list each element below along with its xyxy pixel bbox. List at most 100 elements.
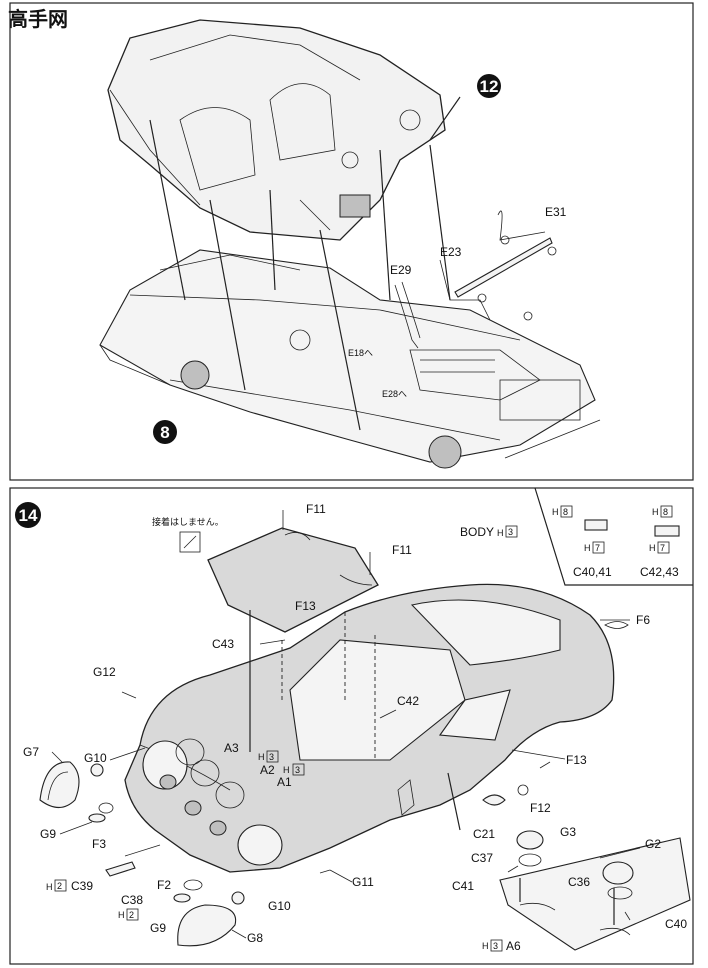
label-c42: C42 <box>397 694 419 708</box>
part-g10-bottom <box>231 891 245 905</box>
step-12-panel <box>9 2 694 481</box>
svg-text:8: 8 <box>563 507 568 517</box>
part-c42 <box>379 709 397 719</box>
label-e28-arrow: E28へ <box>382 389 407 399</box>
svg-text:2: 2 <box>129 910 134 920</box>
watermark-logo: 高手网 <box>4 6 68 31</box>
label-f12: F12 <box>530 801 551 815</box>
body-shell <box>124 583 615 873</box>
svg-text:3: 3 <box>295 765 300 775</box>
headlight-cover-g8 <box>177 904 237 947</box>
label-c41: C41 <box>452 879 474 893</box>
label-g3: G3 <box>560 825 576 839</box>
svg-text:12: 12 <box>480 77 499 96</box>
svg-text:H: H <box>118 910 125 920</box>
svg-text:3: 3 <box>269 752 274 762</box>
hood-panel <box>207 527 379 633</box>
svg-text:14: 14 <box>19 506 38 525</box>
part-c38 <box>124 844 161 857</box>
svg-text:H: H <box>482 941 489 951</box>
svg-text:H: H <box>584 543 591 553</box>
label-body: BODY <box>460 525 494 539</box>
part-g9-top <box>88 813 106 823</box>
watermark-text: 高手网 <box>8 7 68 31</box>
part-c41 <box>507 865 519 873</box>
part-f12 <box>517 784 529 796</box>
label-c21: C21 <box>473 827 495 841</box>
part-c39 <box>105 861 136 877</box>
label-g9-bottom: G9 <box>150 921 166 935</box>
inset-caption-right: C42,43 <box>640 565 679 579</box>
interior-tub <box>107 19 446 241</box>
label-a3: A3 <box>224 741 239 755</box>
label-c43: C43 <box>212 637 234 651</box>
label-c36: C36 <box>568 875 590 889</box>
label-e31: E31 <box>545 205 567 219</box>
label-g10-top: G10 <box>84 751 107 765</box>
label-c39: C39 <box>71 879 93 893</box>
part-c40 <box>624 911 631 921</box>
label-a1: A1 <box>277 775 292 789</box>
label-g7: G7 <box>23 745 39 759</box>
label-e18-arrow: E18へ <box>348 348 373 358</box>
svg-text:8: 8 <box>663 507 668 517</box>
note-no-glue: 接着はしません。 <box>152 516 224 527</box>
label-g10-bottom: G10 <box>268 899 291 913</box>
part-f6 <box>604 621 629 629</box>
no-glue-icon <box>179 531 201 553</box>
part-e31 <box>454 210 557 298</box>
label-g2: G2 <box>645 837 661 851</box>
label-g9-top: G9 <box>40 827 56 841</box>
svg-text:7: 7 <box>595 543 600 553</box>
svg-text:H: H <box>649 543 656 553</box>
svg-text:H: H <box>652 507 659 517</box>
part-g9-bottom <box>173 893 191 903</box>
svg-text:H: H <box>46 882 53 892</box>
chassis-frame <box>99 249 601 469</box>
floor-panel-a6 <box>499 830 691 951</box>
svg-text:7: 7 <box>660 543 665 553</box>
label-e23: E23 <box>440 245 462 259</box>
label-e29: E29 <box>390 263 412 277</box>
inset-caption-left: C40,41 <box>573 565 612 579</box>
label-c40: C40 <box>665 917 687 931</box>
label-f11-top: F11 <box>306 502 326 516</box>
svg-text:2: 2 <box>57 881 62 891</box>
part-f3 <box>98 802 114 814</box>
svg-text:H: H <box>552 507 559 517</box>
ref-step-8-badge: 8 <box>153 420 177 444</box>
part-e29 <box>394 281 421 349</box>
part-f2 <box>183 879 203 891</box>
part-g11 <box>319 869 331 874</box>
label-f11-right: F11 <box>392 543 412 557</box>
step-14-panel <box>9 487 694 965</box>
svg-text:H: H <box>258 752 265 762</box>
part-e23 <box>439 259 533 321</box>
svg-text:H: H <box>283 765 290 775</box>
leader-lines <box>51 510 641 939</box>
step-12-badge: 12 <box>477 74 501 98</box>
headlight-cover-g7 <box>39 761 80 809</box>
label-g11: G11 <box>352 875 374 889</box>
label-a2: A2 <box>260 763 275 777</box>
svg-text:3: 3 <box>508 527 513 537</box>
part-g12 <box>121 691 137 699</box>
part-detail-inset: H 8 H 7 C40,41 H 8 H 7 C42,43 <box>534 487 693 586</box>
label-a6: A6 <box>506 939 521 953</box>
label-f13-side: F13 <box>566 753 587 767</box>
alignment-guides <box>149 96 461 431</box>
label-c37: C37 <box>471 851 493 865</box>
label-f13-top: F13 <box>295 599 316 613</box>
label-f2: F2 <box>157 878 171 892</box>
svg-text:8: 8 <box>160 423 169 442</box>
label-g8: G8 <box>247 931 263 945</box>
part-f13-side <box>539 761 551 769</box>
label-f3: F3 <box>92 837 106 851</box>
mirror-c21 <box>482 794 506 806</box>
part-g10-top <box>90 763 104 777</box>
step-14-badge: 14 <box>15 502 41 528</box>
label-c38: C38 <box>121 893 143 907</box>
svg-text:3: 3 <box>493 941 498 951</box>
